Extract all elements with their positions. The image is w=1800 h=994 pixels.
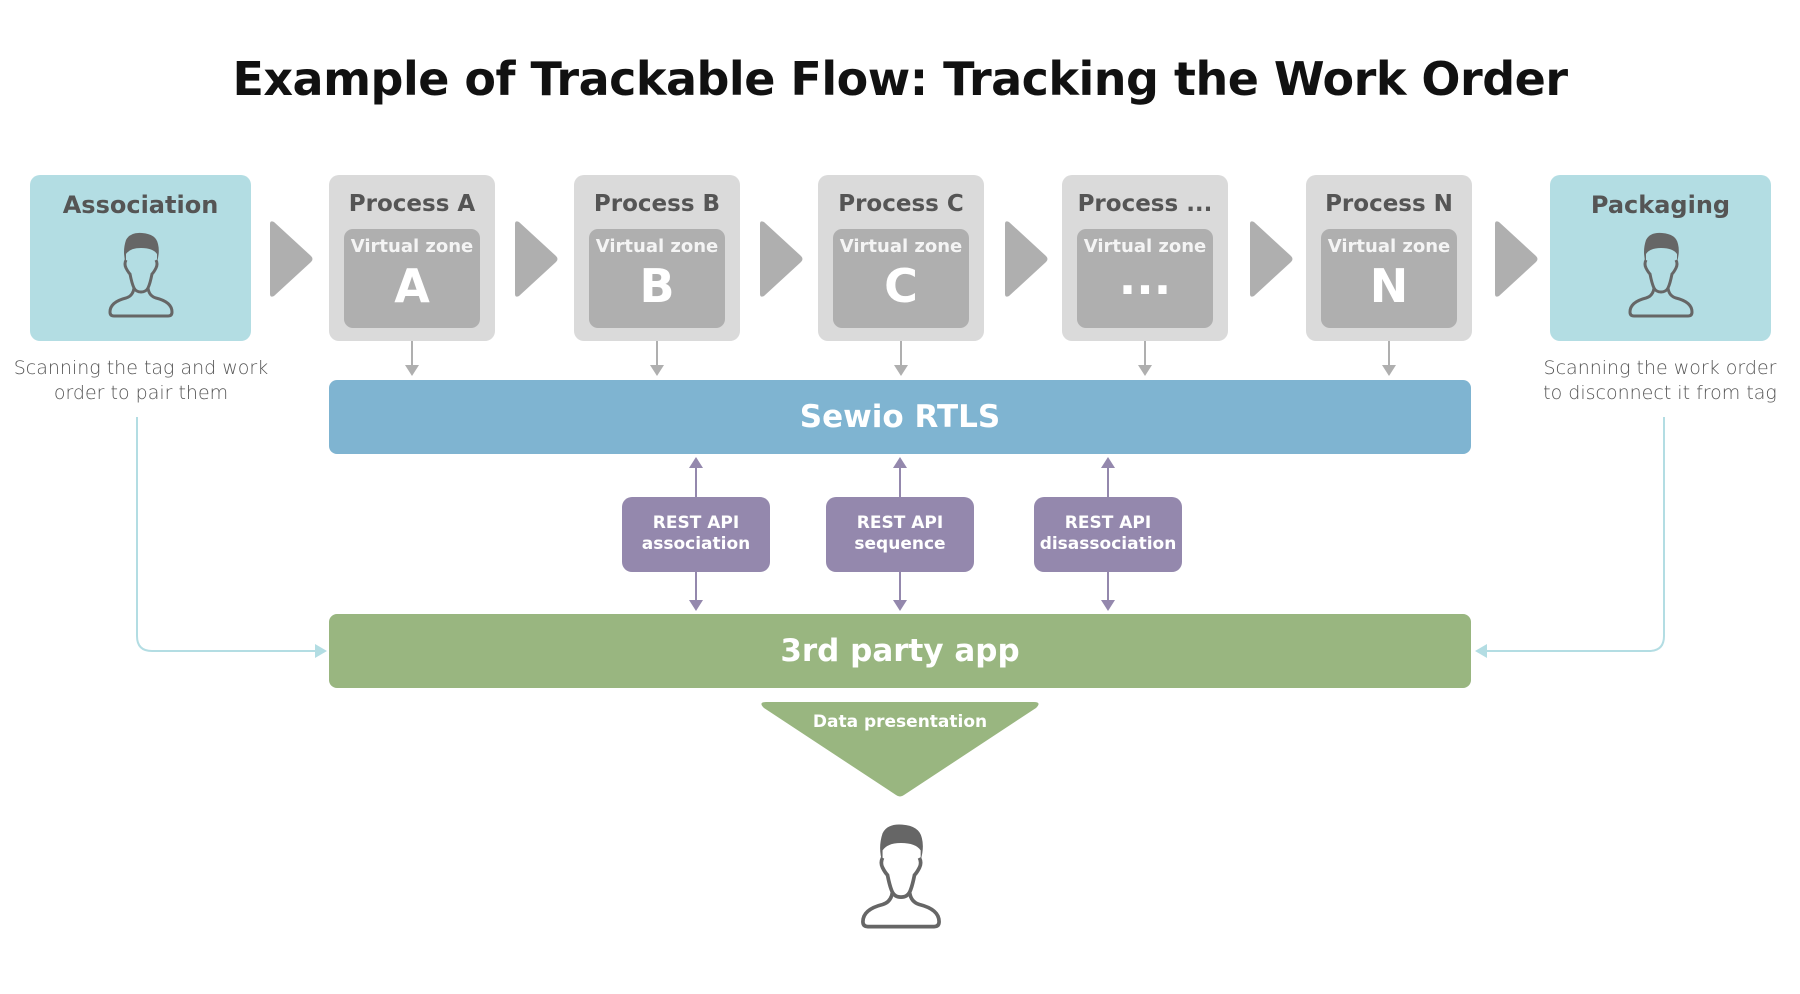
process-box-c: Process C Virtual zone C <box>818 175 984 341</box>
association-caption-line2: order to pair them <box>53 382 229 404</box>
flow-arrow-3 <box>760 221 803 297</box>
api-box-line2: sequence <box>854 534 946 554</box>
process-label: Process ... <box>1077 191 1213 217</box>
virtual-zone-label: Virtual zone <box>350 236 474 257</box>
flow-arrow-1 <box>270 221 313 297</box>
api-box-line1: REST API <box>652 513 740 533</box>
process-box-etc: Process ... Virtual zone ... <box>1062 175 1228 341</box>
association-connector <box>136 417 316 652</box>
api-box-sequence: REST API sequence <box>826 497 974 572</box>
process-box-n: Process N Virtual zone N <box>1306 175 1472 341</box>
process-box-b: Process B Virtual zone B <box>574 175 740 341</box>
association-caption-line1: Scanning the tag and work <box>13 357 269 379</box>
virtual-zone-letter: N <box>1369 259 1409 313</box>
virtual-zone-letter: B <box>639 259 675 313</box>
flow-arrow-6 <box>1495 221 1538 297</box>
end-user-person-icon <box>861 824 941 929</box>
virtual-zone: Virtual zone N <box>1321 229 1457 328</box>
process-label: Process N <box>1325 191 1453 217</box>
flow-arrow-4 <box>1005 221 1048 297</box>
virtual-zone: Virtual zone A <box>344 229 480 328</box>
data-presentation-label: Data presentation <box>812 712 988 732</box>
flow-arrow-5 <box>1250 221 1293 297</box>
person-icon <box>1628 232 1694 318</box>
process-label: Process B <box>593 191 721 217</box>
virtual-zone-letter: A <box>394 259 430 313</box>
association-caption: Scanning the tag and work order to pair … <box>1 356 281 406</box>
virtual-zone-label: Virtual zone <box>839 236 963 257</box>
api-box-disassociation: REST API disassociation <box>1034 497 1182 572</box>
page-title: Example of Trackable Flow: Tracking the … <box>232 52 1568 106</box>
virtual-zone-letter: ... <box>1118 251 1172 305</box>
packaging-connector <box>1486 417 1665 652</box>
virtual-zone-label: Virtual zone <box>595 236 719 257</box>
person-icon <box>108 232 174 318</box>
virtual-zone-letter: C <box>884 259 918 313</box>
api-box-line2: association <box>641 534 751 554</box>
data-presentation-funnel <box>761 702 1039 797</box>
packaging-caption-line1: Scanning the work order <box>1543 357 1777 379</box>
virtual-zone-label: Virtual zone <box>1083 236 1207 257</box>
packaging-caption-line2: to disconnect it from tag <box>1543 382 1777 404</box>
api-box-line1: REST API <box>1064 513 1152 533</box>
process-label: Process A <box>348 191 476 217</box>
api-box-line1: REST API <box>856 513 944 533</box>
packaging-box: Packaging <box>1550 175 1771 341</box>
flow-arrow-2 <box>515 221 558 297</box>
third-party-app-bar: 3rd party app <box>329 614 1471 688</box>
virtual-zone: Virtual zone B <box>589 229 725 328</box>
virtual-zone-label: Virtual zone <box>1327 236 1451 257</box>
virtual-zone: Virtual zone C <box>833 229 969 328</box>
association-box: Association <box>30 175 251 341</box>
virtual-zone: Virtual zone ... <box>1077 229 1213 328</box>
api-box-association: REST API association <box>622 497 770 572</box>
api-box-line2: disassociation <box>1039 534 1177 554</box>
process-label: Process C <box>838 191 964 217</box>
packaging-caption: Scanning the work order to disconnect it… <box>1520 356 1800 406</box>
association-label: Association <box>62 191 219 219</box>
sewio-rtls-bar: Sewio RTLS <box>329 380 1471 454</box>
process-box-a: Process A Virtual zone A <box>329 175 495 341</box>
packaging-label: Packaging <box>1590 191 1731 219</box>
